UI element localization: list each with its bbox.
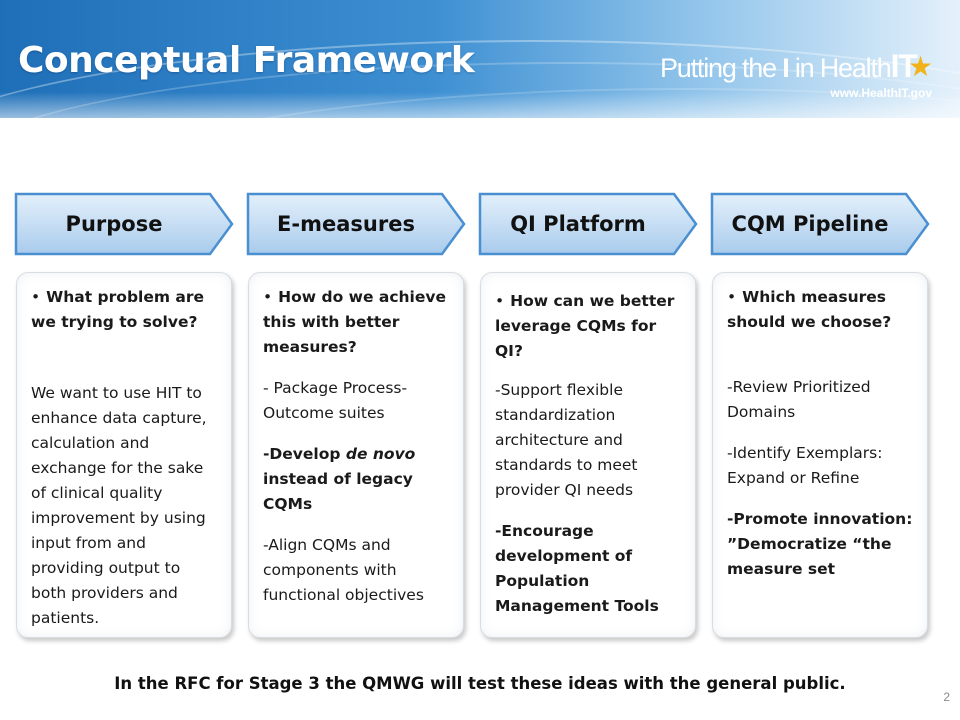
card-item: -Develop de novo instead of legacy CQMs (263, 442, 449, 517)
card-item: -Align CQMs and components with function… (263, 536, 424, 604)
question-text: How do we achieve this with better measu… (263, 288, 446, 356)
page-number: 2 (943, 690, 950, 704)
chevron-qi-platform: QI Platform (478, 192, 698, 256)
item-emphasis: de novo (345, 445, 416, 463)
bullet-icon: • (263, 288, 273, 306)
card-e-measures: •How do we achieve this with better meas… (248, 272, 464, 638)
banner-highlight (0, 92, 960, 118)
card-item: -Encourage development of Population Man… (495, 522, 659, 615)
question-text: What problem are we trying to solve? (31, 288, 205, 331)
chevron-shape (478, 192, 698, 256)
star-icon: ★ (908, 50, 934, 83)
bullet-icon: • (31, 288, 41, 306)
chevron-label: E-measures (277, 212, 415, 236)
card-item: -Support flexible standardization archit… (495, 381, 638, 499)
card-question: •What problem are we trying to solve? (31, 285, 217, 335)
chevron-e-measures: E-measures (246, 192, 466, 256)
item-text: -Develop (263, 445, 346, 463)
question-text: Which measures should we choose? (727, 288, 892, 331)
card-cqm-pipeline: •Which measures should we choose? -Revie… (712, 272, 928, 638)
logo-text-putting: Putting the (660, 53, 783, 83)
card-question: •Which measures should we choose? (727, 285, 913, 335)
chevron-shape (246, 192, 466, 256)
chevron-label: CQM Pipeline (731, 212, 889, 236)
card-question: •How can we better leverage CQMs for QI? (495, 285, 681, 364)
card-question: •How do we achieve this with better meas… (263, 285, 449, 360)
slide-title: Conceptual Framework (18, 40, 475, 81)
footer-note: In the RFC for Stage 3 the QMWG will tes… (114, 674, 846, 693)
chevron-purpose: Purpose (14, 192, 234, 256)
card-item: -Identify Exemplars: Expand or Refine (727, 444, 883, 487)
banner-swoosh (0, 40, 960, 118)
chevron-cqm-pipeline: CQM Pipeline (710, 192, 930, 256)
chevron-shape (710, 192, 930, 256)
logo-text-i: I (782, 53, 790, 83)
header-banner: Conceptual Framework Putting the I in He… (0, 0, 960, 118)
logo-wordmark: Putting the I in HealthIT (660, 48, 918, 85)
logo-url: www.HealthIT.gov (830, 86, 932, 100)
banner-swoosh (0, 62, 960, 118)
card-item: -Promote innovation: ”Democratize “the m… (727, 510, 913, 578)
card-qi-platform: •How can we better leverage CQMs for QI?… (480, 272, 696, 638)
chevron-shape (14, 192, 234, 256)
chevron-label: Purpose (65, 212, 163, 236)
card-item: -Review Prioritized Domains (727, 378, 871, 421)
card-body-text: We want to use HIT to enhance data captu… (31, 384, 207, 627)
chevron-label: QI Platform (510, 212, 646, 236)
logo-text-health: in Health (788, 53, 892, 83)
card-item: - Package Process-Outcome suites (263, 379, 408, 422)
logo-text-it: IT (890, 48, 918, 84)
bullet-icon: • (495, 292, 505, 310)
healthit-logo: Putting the I in HealthIT ★ www.HealthIT… (660, 48, 950, 108)
question-text: How can we better leverage CQMs for QI? (495, 292, 675, 360)
bullet-icon: • (727, 288, 737, 306)
item-text: instead of legacy CQMs (263, 470, 413, 513)
card-purpose: •What problem are we trying to solve? We… (16, 272, 232, 638)
